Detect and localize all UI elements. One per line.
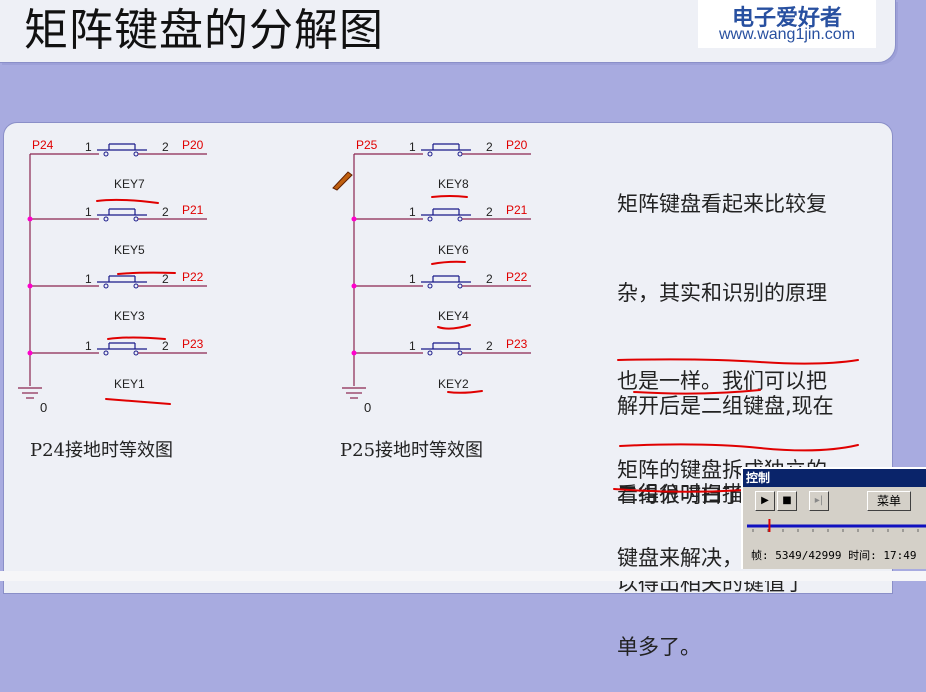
logo-text: 电子爱好者 — [731, 5, 842, 31]
left-junction-dot — [27, 216, 33, 222]
left-key-label: KEY1 — [114, 377, 145, 391]
bottom-strip — [0, 571, 926, 581]
logo-url: www.wang1jin.com — [718, 26, 856, 43]
title-panel: 矩阵键盘的分解图 电子爱好者 www.wang1jin.com — [0, 0, 896, 63]
stop-button[interactable]: ■ — [777, 491, 797, 511]
right-key-label: KEY8 — [438, 177, 469, 191]
left-switch-contact — [103, 151, 109, 157]
progress-slider[interactable] — [747, 519, 926, 533]
annotation-stroke — [431, 260, 466, 265]
right-pin-label: 2 — [486, 140, 493, 154]
right-switch-contact — [427, 151, 433, 157]
left-ground-label: 0 — [40, 400, 47, 415]
left-switch-contact — [103, 216, 109, 222]
annotation-stroke — [437, 324, 471, 330]
left-pin-label: 1 — [85, 205, 92, 219]
left-switch-contact — [133, 151, 139, 157]
right-switch-contact — [457, 350, 463, 356]
left-pin-label: 2 — [162, 339, 169, 353]
annotation-stroke — [447, 390, 483, 394]
step-button[interactable]: ▸| — [809, 491, 829, 511]
menu-button[interactable]: 菜单 — [867, 491, 911, 511]
left-diagram-caption: P24接地时等效图 — [30, 440, 174, 461]
right-key-label: KEY4 — [438, 309, 469, 323]
right-switch-contact — [457, 283, 463, 289]
right-diagram-caption: P25接地时等效图 — [340, 440, 484, 461]
play-button[interactable]: ▶ — [755, 491, 775, 511]
right-port-label: P23 — [506, 337, 528, 351]
right-switch-contact — [427, 350, 433, 356]
right-pin-label: 2 — [486, 272, 493, 286]
paragraph-line: 杂，其实和识别的原理 — [617, 280, 827, 305]
right-key-label: KEY6 — [438, 243, 469, 257]
right-switch-contact — [427, 216, 433, 222]
right-port-label: P22 — [506, 270, 528, 284]
right-switch-contact — [427, 283, 433, 289]
right-pin-label: 1 — [409, 339, 416, 353]
left-key-label: KEY3 — [114, 309, 145, 323]
left-pin-label: 2 — [162, 272, 169, 286]
left-switch-contact — [133, 283, 139, 289]
left-pin-label: 2 — [162, 140, 169, 154]
left-pin-label: 1 — [85, 272, 92, 286]
left-switch-contact — [103, 350, 109, 356]
control-window-title: 控制 — [743, 469, 926, 487]
playback-control-window[interactable]: 控制 ▶ ■ ▸| 菜单 帧: 5349/42999 时间: 17:49 — [741, 467, 926, 569]
annotation-stroke — [107, 336, 166, 340]
site-logo: 电子爱好者 www.wang1jin.com — [698, 0, 876, 48]
right-port-label: P21 — [506, 203, 528, 217]
left-switch-contact — [133, 216, 139, 222]
left-pin-label: 1 — [85, 339, 92, 353]
left-port-label: P21 — [182, 203, 204, 217]
right-port-label: P25 — [356, 138, 378, 152]
left-port-label: P22 — [182, 270, 204, 284]
right-ground-label: 0 — [364, 400, 371, 415]
left-pin-label: 1 — [85, 140, 92, 154]
left-key-label: KEY5 — [114, 243, 145, 257]
left-port-label: P24 — [32, 138, 54, 152]
annotation-stroke — [105, 398, 171, 405]
right-switch-contact — [457, 151, 463, 157]
play-icon: ▶ — [761, 495, 769, 506]
right-pin-label: 1 — [409, 272, 416, 286]
annotation-stroke — [117, 271, 176, 275]
pen-cursor-icon — [332, 171, 353, 191]
right-pin-label: 2 — [486, 205, 493, 219]
right-switch-contact — [457, 216, 463, 222]
left-switch-contact — [103, 283, 109, 289]
left-pin-label: 2 — [162, 205, 169, 219]
right-junction-dot — [351, 283, 357, 289]
left-junction-dot — [27, 350, 33, 356]
paragraph-line: 单多了。 — [617, 634, 701, 659]
step-icon: ▸| — [814, 495, 824, 506]
left-key-label: KEY7 — [114, 177, 145, 191]
annotation-stroke — [431, 195, 468, 198]
right-pin-label: 1 — [409, 205, 416, 219]
right-junction-dot — [351, 350, 357, 356]
annotation-stroke — [96, 198, 159, 204]
content-panel — [3, 122, 893, 594]
left-junction-dot — [27, 283, 33, 289]
left-port-label: P23 — [182, 337, 204, 351]
left-switch-contact — [133, 350, 139, 356]
right-port-label: P20 — [506, 138, 528, 152]
paragraph-line: 矩阵键盘看起来比较复 — [617, 192, 827, 216]
right-key-label: KEY2 — [438, 377, 469, 391]
stop-icon: ■ — [782, 495, 792, 506]
right-junction-dot — [351, 216, 357, 222]
playback-status: 帧: 5349/42999 时间: 17:49 — [751, 549, 917, 562]
paragraph-line: 解开后是二组键盘,现在 — [617, 394, 834, 418]
right-pin-label: 1 — [409, 140, 416, 154]
right-pin-label: 2 — [486, 339, 493, 353]
slide-title: 矩阵键盘的分解图 — [24, 5, 384, 56]
left-port-label: P20 — [182, 138, 204, 152]
